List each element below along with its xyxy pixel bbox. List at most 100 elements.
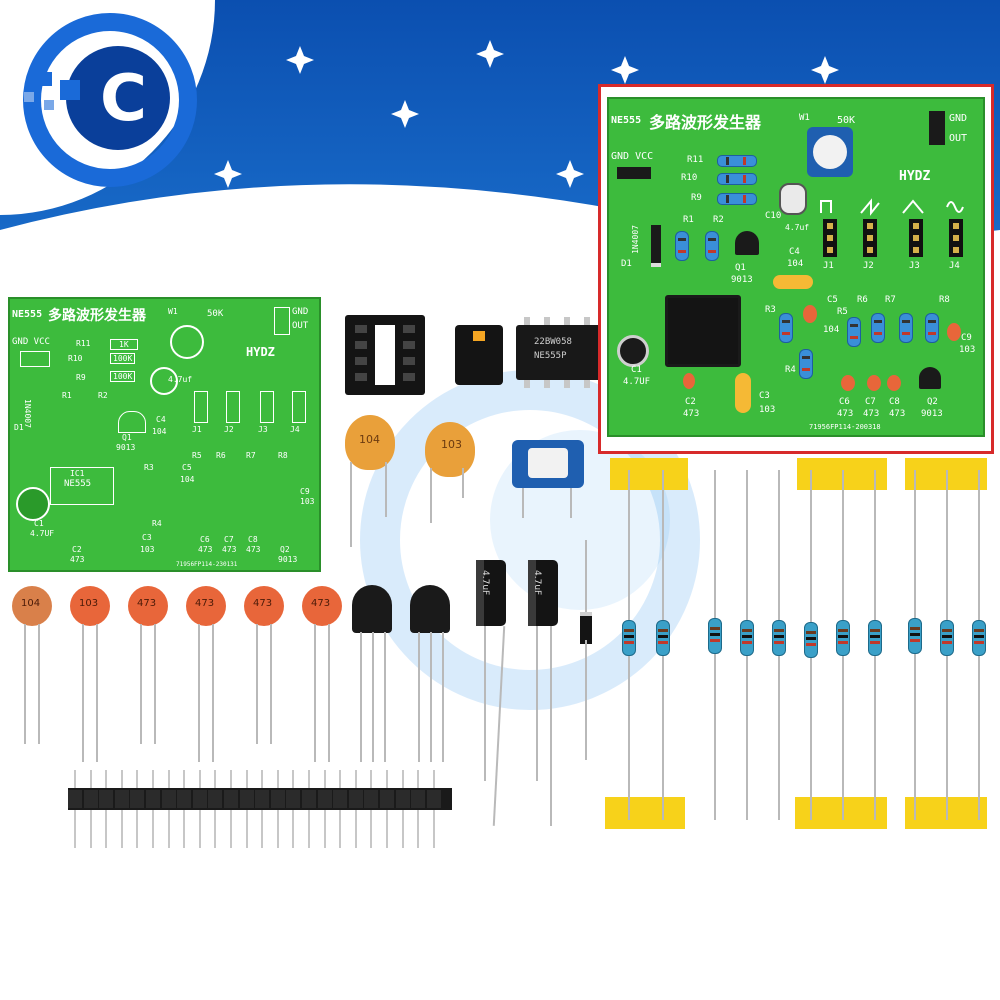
pcb-small-j3-outline	[260, 391, 274, 423]
header-pin	[432, 770, 435, 788]
pcb-small-j4: J4	[290, 425, 300, 434]
transistor-2	[410, 585, 450, 633]
pcb-large-resistor-r11	[717, 155, 757, 167]
resistor-tape-bottom-left	[605, 797, 685, 829]
pcb-large-resistor-r5	[847, 317, 861, 347]
header-pin-leg	[401, 810, 404, 848]
film-cap-103-label: 103	[441, 438, 462, 451]
pcb-large-r11: R11	[687, 155, 704, 165]
pcb-small-r10: R10	[68, 354, 83, 363]
header-pin-leg	[152, 810, 154, 848]
pcb-small-ic1-outline	[50, 467, 114, 505]
pcb-large-gnd: GND	[949, 113, 968, 124]
pcb-large: NE555 多路波形发生器 W1 50K GND OUT GND VCC HYD…	[607, 97, 985, 437]
pcb-small-q1-type: 9013	[116, 443, 136, 452]
pcb-large-c6-cap	[841, 375, 855, 391]
pcb-small-q1: Q1	[122, 433, 132, 442]
pin-header-strip	[68, 788, 452, 810]
transistor-1-lead-c	[384, 632, 386, 762]
pcb-small-title: 多路波形发生器	[48, 308, 146, 324]
logo-letter: C	[100, 62, 147, 136]
header-pin-leg	[354, 810, 357, 848]
pcb-small-c5: C5	[182, 463, 192, 472]
header-segment	[364, 790, 379, 808]
header-pin-leg	[89, 810, 92, 848]
header-pin	[230, 770, 232, 788]
header-segment	[348, 790, 363, 808]
logo-mark-icon	[23, 13, 197, 187]
header-pin-leg	[120, 810, 123, 848]
header-pin	[120, 770, 123, 788]
pcb-large-trim-pot	[807, 127, 853, 177]
pcb-small-c10-val: 4.7uf	[168, 375, 193, 384]
ceramic-cap-label: 473	[253, 598, 273, 609]
jumper-cap	[455, 325, 503, 385]
diode-1n4007	[580, 612, 592, 644]
pcb-small-c3-val: 103	[140, 545, 155, 554]
resistor	[656, 620, 670, 656]
pcb-large-r10: R10	[681, 173, 698, 183]
pcb-large-j4: J4	[949, 261, 960, 271]
pcb-large-frame: NE555 多路波形发生器 W1 50K GND OUT GND VCC HYD…	[598, 84, 994, 454]
pcb-large-j1-header	[823, 219, 837, 257]
header-pin-leg	[74, 810, 76, 848]
pcb-small-r1: R1	[62, 391, 72, 400]
header-segment	[114, 790, 129, 808]
pcb-large-ic	[665, 295, 741, 367]
ceramic-cap-lead	[314, 624, 316, 762]
pcb-large-c9: C9	[961, 333, 972, 343]
pcb-small-c8-val: 473	[246, 545, 261, 554]
header-pin-leg	[214, 810, 217, 848]
pcb-large-c7: C7	[865, 397, 876, 407]
pcb-small-gnd-vcc: GND VCC	[12, 337, 50, 347]
pcb-small-j1: J1	[192, 425, 202, 434]
header-pin	[74, 770, 76, 788]
pcb-small-q2-type: 9013	[278, 555, 298, 564]
electrolytic-cap-1-stripe	[476, 560, 484, 626]
electrolytic-cap-2-lead-b	[550, 626, 552, 826]
diode-lead-top	[585, 540, 587, 612]
resistor	[868, 620, 882, 656]
pcb-large-c8-val: 473	[889, 409, 906, 419]
pcb-large-pot-value: 50K	[837, 115, 856, 126]
pcb-small-pot	[170, 325, 204, 359]
brand-logo: C	[0, 0, 215, 215]
film-cap-103-lead-b	[462, 468, 464, 498]
header-pin-leg	[276, 810, 279, 848]
pcb-large-j2: J2	[863, 261, 874, 271]
pcb-large-waveform-icons	[820, 198, 964, 216]
pcb-small-c7: C7	[224, 535, 234, 544]
header-segment	[161, 790, 176, 808]
header-pin-leg	[245, 810, 248, 848]
ceramic-cap-label: 103	[79, 598, 99, 609]
pcb-small-r11: R11	[76, 339, 91, 348]
pcb-small-r2: R2	[98, 391, 108, 400]
pcb-large-r2: R2	[713, 215, 724, 225]
pcb-large-c2-val: 473	[683, 409, 700, 419]
header-pin	[136, 770, 139, 788]
pcb-small-c4: C4	[156, 415, 166, 424]
pcb-large-r8: R8	[939, 295, 950, 305]
header-pin	[167, 770, 170, 788]
pcb-large-r9: R9	[691, 193, 702, 203]
pcb-large-c2: C2	[685, 397, 696, 407]
header-pin	[105, 770, 108, 788]
header-segment	[411, 790, 426, 808]
resistor	[972, 620, 986, 656]
header-pin	[308, 770, 310, 788]
pcb-large-c4: C4	[789, 247, 800, 257]
header-segment	[426, 790, 441, 808]
header-pin	[198, 770, 201, 788]
pcb-large-resistor-r10	[717, 173, 757, 185]
electrolytic-cap-1: 4.7uF	[476, 560, 506, 626]
header-pin	[370, 770, 373, 788]
pcb-small-c8: C8	[248, 535, 258, 544]
ne555-chip: 22BW058 NE555P	[516, 317, 606, 388]
pcb-small-r11-val: 1K	[110, 339, 138, 350]
pcb-large-r4: R4	[785, 365, 796, 375]
socket-pins-right	[403, 325, 415, 385]
pcb-small-c5-val: 104	[180, 475, 195, 484]
header-pin-leg	[417, 810, 420, 848]
ceramic-cap-label: 473	[195, 598, 215, 609]
